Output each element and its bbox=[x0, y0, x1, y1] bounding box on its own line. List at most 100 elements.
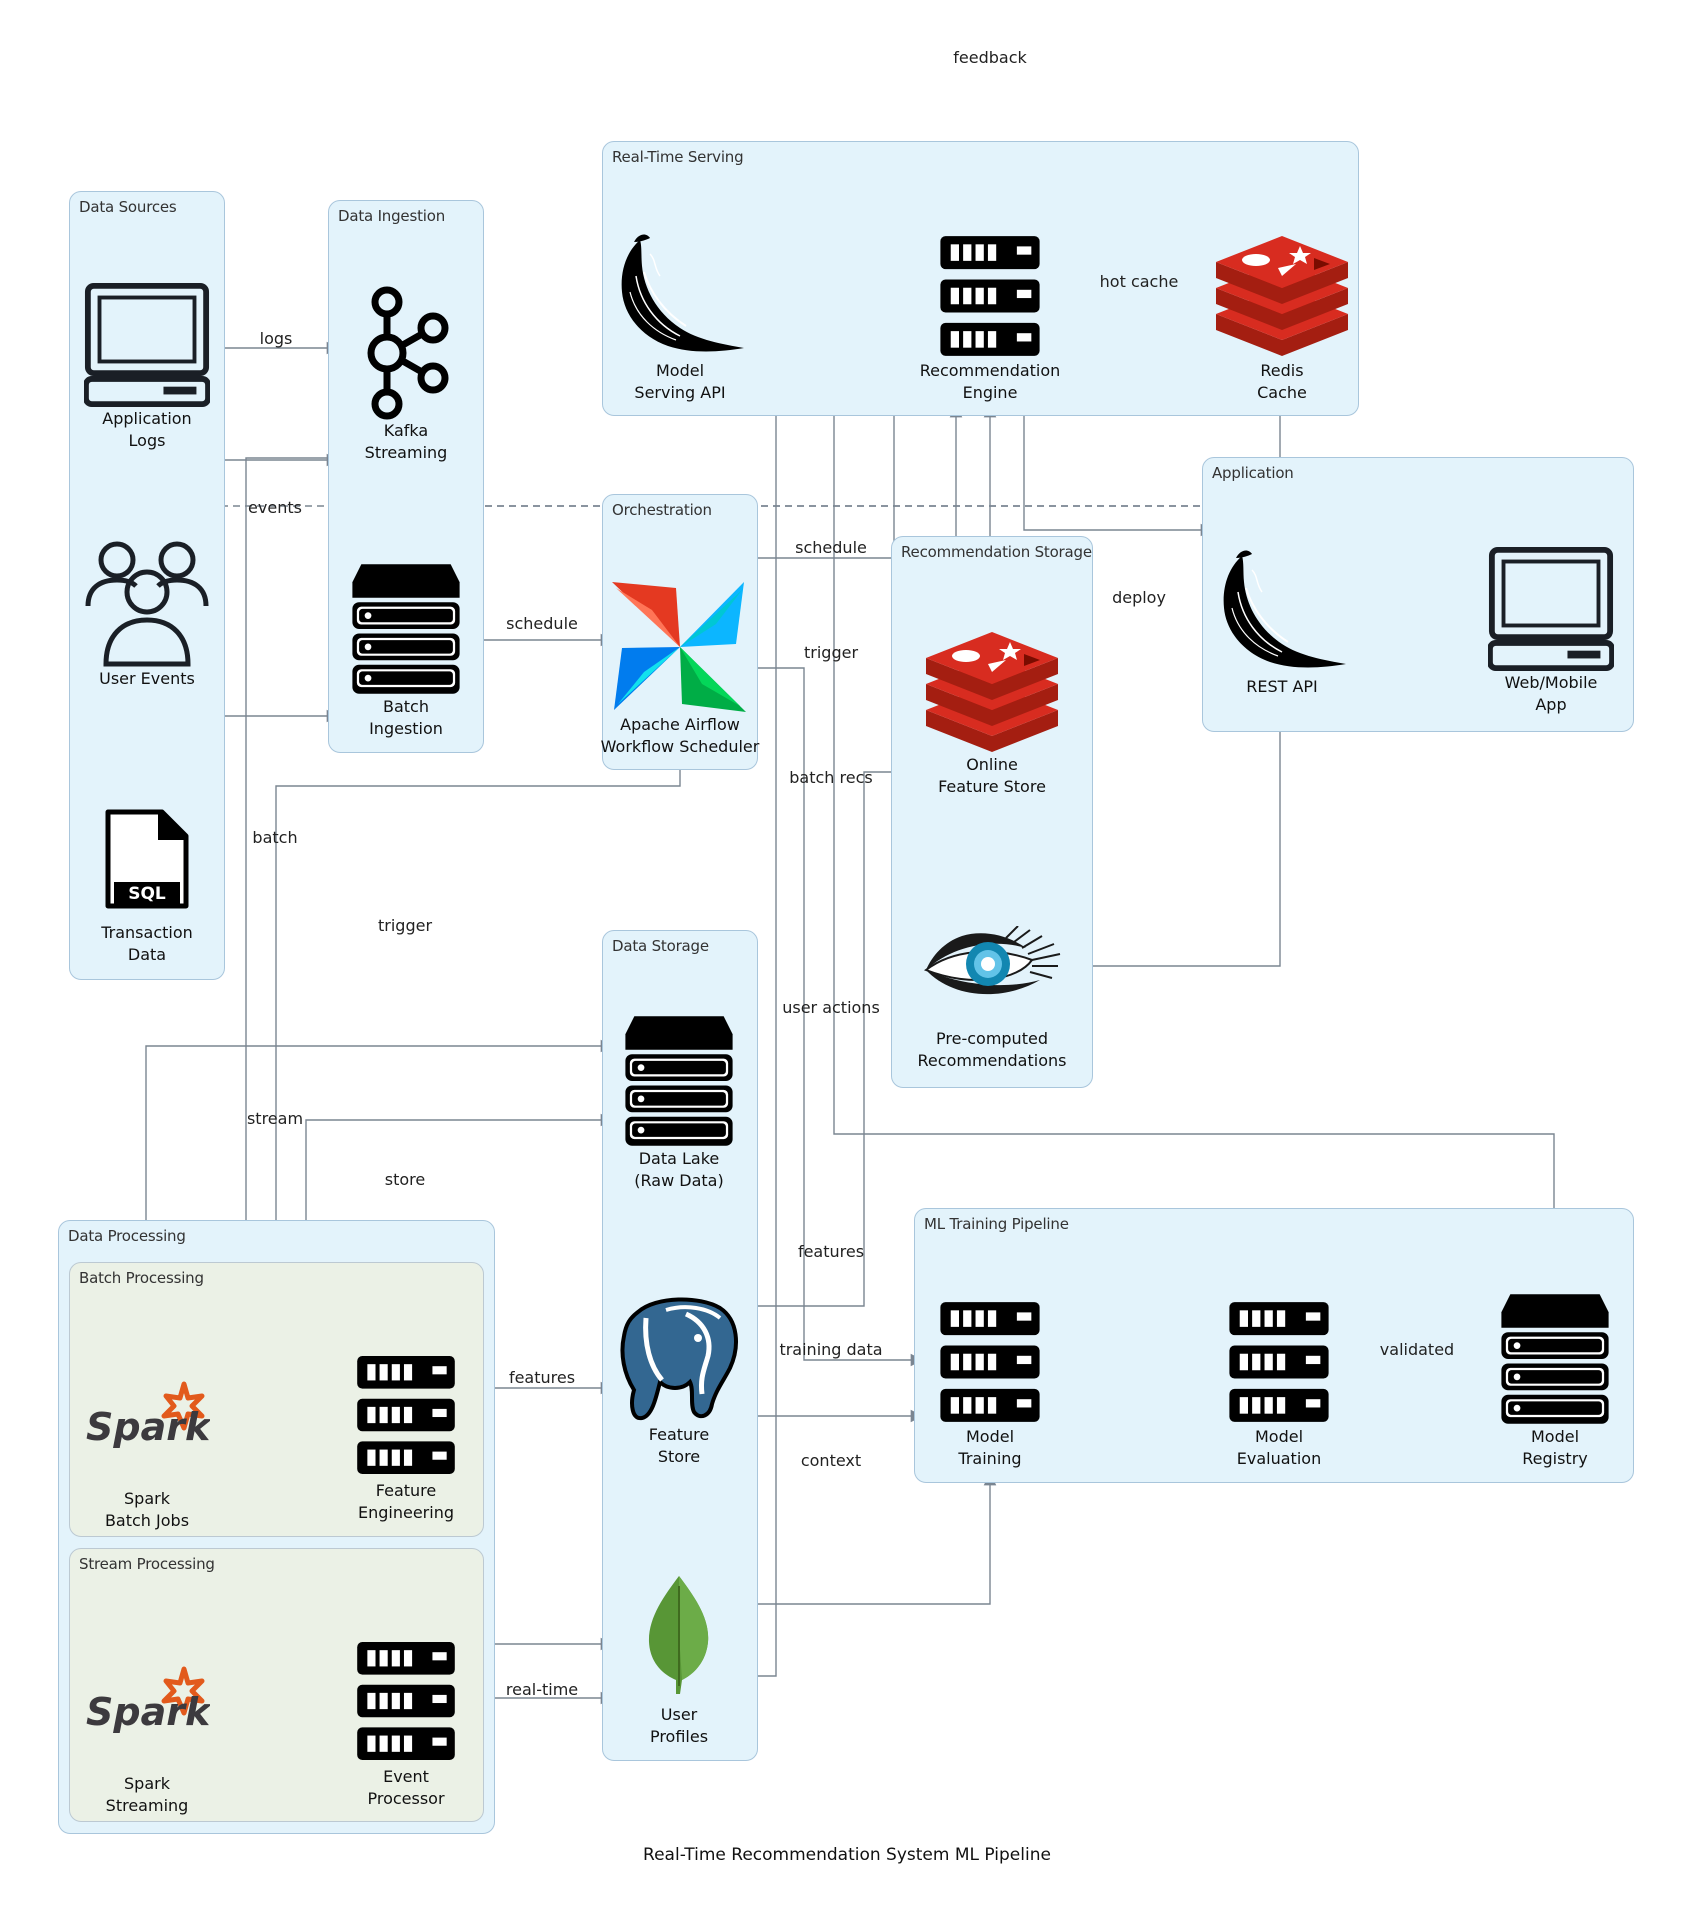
node-label: Model Serving API bbox=[634, 361, 726, 402]
edge-label-logs: logs bbox=[259, 329, 293, 348]
node-label: Spark Streaming bbox=[105, 1774, 189, 1815]
node-label: Model Training bbox=[958, 1427, 1022, 1468]
node-online-feature-store[interactable]: Online Feature Store bbox=[922, 630, 1062, 796]
edge-precomputed-rest bbox=[1058, 698, 1287, 967]
edge-label-trigger-airflow: trigger bbox=[803, 643, 859, 662]
node-label: Application Logs bbox=[102, 409, 192, 450]
node-label: Recommendation Engine bbox=[919, 361, 1061, 402]
edge-label-deploy: deploy bbox=[1112, 588, 1166, 607]
edge-airflow-trigger bbox=[746, 667, 924, 1367]
cluster-label: Orchestration bbox=[612, 501, 712, 519]
node-label: Data Lake (Raw Data) bbox=[634, 1149, 724, 1190]
node-model-evaluation[interactable]: Model Evaluation bbox=[1227, 1300, 1331, 1468]
cluster-application: Application bbox=[1202, 457, 1634, 732]
edge-label-features-ml: features bbox=[797, 1242, 865, 1261]
mongodb-leaf-icon bbox=[648, 1576, 709, 1694]
node-user-profiles[interactable]: User Profiles bbox=[646, 1574, 712, 1746]
cluster-label: Stream Processing bbox=[79, 1555, 215, 1573]
cluster-label: ML Training Pipeline bbox=[924, 1215, 1069, 1233]
node-event-processor[interactable]: Event Processor bbox=[355, 1640, 457, 1808]
edge-label-feedback: feedback bbox=[953, 48, 1027, 67]
edge-profiles-training bbox=[746, 1472, 997, 1605]
server-icon bbox=[355, 1354, 457, 1476]
database-stack-icon bbox=[620, 1014, 738, 1148]
sql-file-text: SQL bbox=[128, 884, 166, 904]
node-label: REST API bbox=[1246, 677, 1318, 696]
spark-logo-icon: Spark bbox=[86, 1381, 210, 1449]
cluster-label: Data Storage bbox=[612, 937, 709, 955]
sql-file-icon: SQL bbox=[105, 809, 189, 909]
node-label: Model Evaluation bbox=[1236, 1427, 1322, 1468]
node-feature-store[interactable]: Feature Store bbox=[616, 1294, 742, 1466]
edge-label-real-time: real-time bbox=[505, 1680, 579, 1699]
node-model-serving-api[interactable]: Model Serving API bbox=[610, 232, 750, 402]
edge-label-schedule-airflow: schedule bbox=[795, 538, 867, 557]
node-recommendation-engine[interactable]: Recommendation Engine bbox=[920, 234, 1060, 402]
node-rest-api[interactable]: REST API bbox=[1212, 548, 1352, 696]
node-data-lake[interactable]: Data Lake (Raw Data) bbox=[620, 1014, 738, 1190]
laptop-icon bbox=[84, 282, 210, 408]
node-kafka-streaming[interactable]: Kafka Streaming bbox=[363, 286, 449, 462]
node-batch-ingestion[interactable]: Batch Ingestion bbox=[347, 562, 465, 738]
flask-horn-icon bbox=[610, 232, 750, 362]
edge-label-training-data: training data bbox=[779, 1340, 883, 1359]
airflow-pinwheel-icon bbox=[612, 582, 746, 712]
node-label: Redis Cache bbox=[1257, 361, 1307, 402]
server-icon bbox=[355, 1640, 457, 1762]
cluster-label: Data Sources bbox=[79, 198, 177, 216]
node-model-training[interactable]: Model Training bbox=[938, 1300, 1042, 1468]
spark-logo-icon: Spark bbox=[86, 1666, 210, 1734]
edge-spark-datalake bbox=[145, 1039, 614, 1306]
edge-label-schedule-batch: schedule bbox=[506, 614, 578, 633]
node-precomputed-recommendations[interactable]: Pre-computed Recommendations bbox=[918, 926, 1066, 1070]
node-label: Web/Mobile App bbox=[1504, 673, 1598, 714]
cluster-label: Data Processing bbox=[68, 1227, 186, 1245]
flask-horn-icon bbox=[1212, 548, 1352, 678]
node-application-logs[interactable]: Application Logs bbox=[84, 282, 210, 450]
node-label: User Profiles bbox=[649, 1705, 709, 1746]
node-label: Apache Airflow Workflow Scheduler bbox=[600, 715, 760, 756]
cluster-recommendation-storage: Recommendation Storage bbox=[891, 536, 1093, 1088]
server-icon bbox=[1227, 1300, 1331, 1424]
node-label: Model Registry bbox=[1522, 1427, 1588, 1468]
node-label: Spark Batch Jobs bbox=[104, 1489, 190, 1530]
edge-label-batch: batch bbox=[252, 828, 298, 847]
spark-logo-text: Spark bbox=[86, 1405, 210, 1449]
node-apache-airflow[interactable]: Apache Airflow Workflow Scheduler bbox=[601, 580, 759, 756]
edge-label-context: context bbox=[800, 1451, 862, 1470]
redis-icon bbox=[922, 630, 1062, 754]
users-icon bbox=[85, 541, 209, 667]
database-stack-icon bbox=[347, 562, 465, 696]
edge-label-hot-cache: hot cache bbox=[1099, 272, 1179, 291]
edge-label-batch-recs: batch recs bbox=[789, 768, 873, 787]
spark-logo-text: Spark bbox=[86, 1690, 210, 1734]
edge-label-validated: validated bbox=[1379, 1340, 1455, 1359]
cluster-label: Real-Time Serving bbox=[612, 148, 744, 166]
node-label: Feature Store bbox=[648, 1425, 710, 1466]
node-label: Transaction Data bbox=[101, 923, 193, 964]
node-user-events[interactable]: User Events bbox=[84, 538, 210, 688]
edge-label-features-proc: features bbox=[508, 1368, 576, 1387]
node-model-registry[interactable]: Model Registry bbox=[1496, 1292, 1614, 1468]
node-label: Kafka Streaming bbox=[364, 421, 448, 462]
node-label: User Events bbox=[99, 669, 195, 688]
server-icon bbox=[938, 1300, 1042, 1424]
cassandra-eye-icon bbox=[923, 926, 1061, 995]
node-redis-cache[interactable]: Redis Cache bbox=[1212, 234, 1352, 402]
redis-icon bbox=[1212, 234, 1352, 358]
node-feature-engineering[interactable]: Feature Engineering bbox=[355, 1354, 457, 1522]
edge-label-stream: stream bbox=[246, 1109, 304, 1128]
node-spark-streaming[interactable]: Spark Spark Streaming bbox=[84, 1665, 210, 1815]
edge-label-store: store bbox=[384, 1170, 426, 1189]
database-stack-icon bbox=[1496, 1292, 1614, 1426]
node-label: Event Processor bbox=[367, 1767, 445, 1808]
cluster-label: Recommendation Storage bbox=[901, 543, 1092, 561]
postgresql-elephant-icon bbox=[620, 1297, 738, 1421]
node-spark-batch-jobs[interactable]: Spark Spark Batch Jobs bbox=[84, 1380, 210, 1530]
cluster-label: Data Ingestion bbox=[338, 207, 446, 225]
edge-engine-rest bbox=[1023, 406, 1214, 537]
server-icon bbox=[938, 234, 1042, 358]
kafka-icon bbox=[367, 286, 449, 420]
node-transaction-data[interactable]: SQL Transaction Data bbox=[101, 808, 193, 964]
node-web-mobile-app[interactable]: Web/Mobile App bbox=[1488, 546, 1614, 714]
